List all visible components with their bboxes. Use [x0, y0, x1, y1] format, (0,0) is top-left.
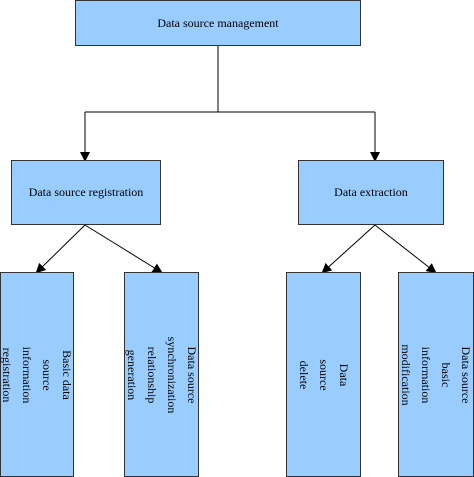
- registration-node: Data source registration: [11, 160, 161, 225]
- root-node: Data source management: [75, 0, 361, 46]
- arrow-to-basic-info-registration: [35, 224, 86, 274]
- source-delete-node: Data source delete: [286, 272, 361, 477]
- arrow-to-basic-info-modification: [374, 224, 437, 274]
- basic-info-modification-label: Data source basic information modificati…: [399, 343, 473, 406]
- root-node-label: Data source management: [157, 15, 279, 30]
- registration-node-label: Data source registration: [28, 185, 144, 200]
- basic-info-registration-label: Basic data source information registrati…: [0, 346, 74, 403]
- source-delete-label: Data source delete: [296, 358, 351, 391]
- extraction-node: Data extraction: [298, 160, 444, 225]
- arrow-to-sync-relationship: [84, 224, 163, 274]
- basic-info-modification-node: Data source basic information modificati…: [398, 272, 474, 477]
- arrow-to-source-delete: [321, 224, 376, 274]
- extraction-node-label: Data extraction: [334, 185, 408, 200]
- basic-info-registration-node: Basic data source information registrati…: [0, 272, 74, 477]
- sync-relationship-label: Data source synchronization relationship…: [124, 336, 199, 413]
- sync-relationship-node: Data source synchronization relationship…: [124, 272, 199, 477]
